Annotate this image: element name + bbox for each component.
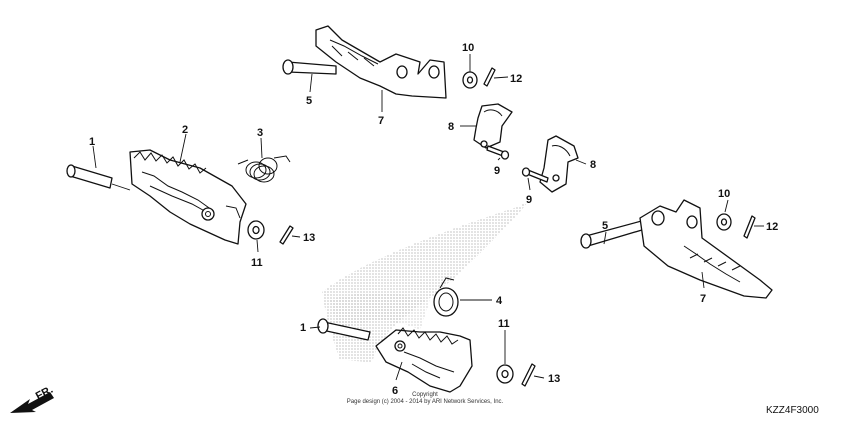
callout-10-right: 10 bbox=[718, 188, 730, 200]
pin-1-lower bbox=[317, 318, 371, 341]
pin-1-left bbox=[66, 164, 131, 191]
front-arrow-label: FR. bbox=[34, 384, 55, 403]
callout-7-right: 7 bbox=[700, 293, 706, 305]
callout-3: 3 bbox=[257, 127, 263, 139]
cotter-13-left bbox=[279, 225, 294, 245]
callout-9-lower: 9 bbox=[526, 194, 532, 206]
callout-13-lower: 13 bbox=[548, 373, 560, 385]
clamp-8-lower bbox=[539, 135, 579, 193]
callout-2: 2 bbox=[182, 124, 188, 136]
callout-8-lower: 8 bbox=[590, 159, 596, 171]
callout-6: 6 bbox=[392, 385, 398, 397]
clamp-8-upper bbox=[473, 103, 513, 149]
callout-8-upper: 8 bbox=[448, 121, 454, 133]
pin-5-top bbox=[282, 59, 337, 75]
copyright-line2: Page design (c) 2004 - 2014 by ARI Netwo… bbox=[347, 399, 504, 405]
spring-3-left bbox=[237, 155, 291, 183]
footpeg-2-left bbox=[129, 149, 247, 245]
callout-11-lower: 11 bbox=[498, 318, 510, 330]
spring-4-lower bbox=[433, 277, 459, 317]
footpeg-6-lower bbox=[375, 327, 473, 393]
callout-9-upper: 9 bbox=[494, 165, 500, 177]
callout-13-left: 13 bbox=[303, 232, 315, 244]
bracket-7-top bbox=[315, 25, 447, 99]
bolt-9-lower bbox=[521, 167, 549, 183]
callout-1-left: 1 bbox=[89, 136, 95, 148]
callout-4: 4 bbox=[496, 295, 503, 307]
frame-silhouette-lower bbox=[330, 293, 430, 330]
cotter-12-right bbox=[743, 215, 756, 239]
washer-11-lower bbox=[496, 364, 514, 384]
bolt-9-upper bbox=[486, 145, 510, 160]
callout-12-top: 12 bbox=[510, 73, 522, 85]
cotter-13-lower bbox=[521, 363, 536, 387]
callout-7-top: 7 bbox=[378, 115, 384, 127]
callout-1-lower: 1 bbox=[300, 322, 306, 334]
washer-10-top bbox=[462, 71, 478, 89]
washer-10-right bbox=[716, 213, 732, 231]
copyright-line1: Copyright bbox=[412, 392, 438, 398]
bracket-7-right bbox=[639, 199, 773, 299]
diagram-code: KZZ4F3000 bbox=[766, 405, 819, 416]
cotter-12-top bbox=[483, 67, 496, 87]
washer-11-left bbox=[247, 220, 265, 240]
callout-5-right: 5 bbox=[602, 220, 608, 232]
frame-silhouette bbox=[322, 200, 530, 362]
callout-12-right: 12 bbox=[766, 221, 778, 233]
front-arrow-icon: FR. bbox=[10, 384, 55, 413]
leader-lines bbox=[92, 54, 764, 381]
callout-11-left: 11 bbox=[251, 257, 263, 269]
callout-5-top: 5 bbox=[306, 95, 312, 107]
callout-10-top: 10 bbox=[462, 42, 474, 54]
